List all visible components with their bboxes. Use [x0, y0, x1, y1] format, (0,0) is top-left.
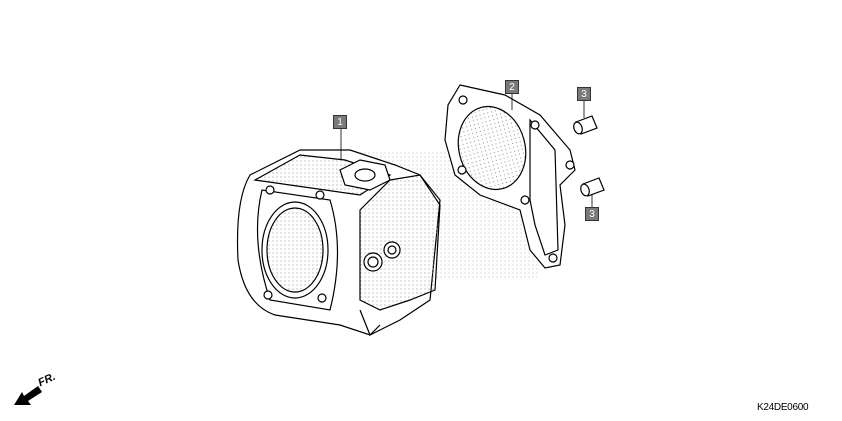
callout-1[interactable]: 1 [333, 115, 347, 129]
leader-lines [340, 93, 593, 207]
cylinder-part [236, 149, 441, 337]
callout-3-lower[interactable]: 3 [585, 207, 599, 221]
gasket-part [444, 84, 576, 269]
front-direction-arrow-icon [14, 386, 42, 405]
diagram-code: K24DE0600 [757, 402, 809, 413]
dowel-pin-upper [573, 115, 598, 135]
callout-2[interactable]: 2 [505, 80, 519, 94]
dowel-pin-lower [580, 177, 605, 197]
callout-3-upper[interactable]: 3 [577, 87, 591, 101]
